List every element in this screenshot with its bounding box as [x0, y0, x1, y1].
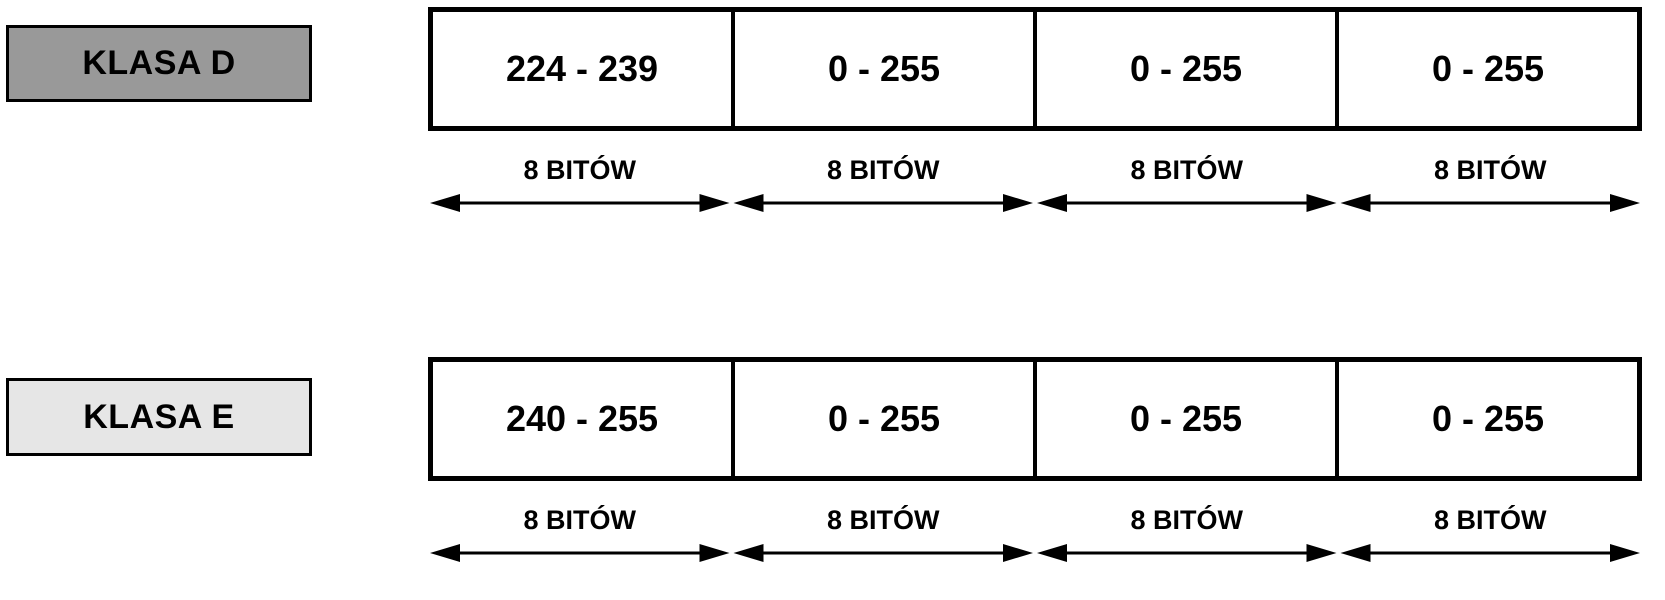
class-e-label: KLASA E [6, 378, 312, 456]
class-d-bit-label-2: 8 BITÓW [827, 155, 940, 185]
bit-span-arrow [1340, 194, 1640, 212]
bit-span-arrow [733, 194, 1033, 212]
class-e-bit-labels: 8 BITÓW 8 BITÓW 8 BITÓW 8 BITÓW [428, 505, 1642, 541]
class-d-bit-labels: 8 BITÓW 8 BITÓW 8 BITÓW 8 BITÓW [428, 155, 1642, 191]
bit-span-arrow [1037, 544, 1337, 562]
class-e-octet-1: 240 - 255 [505, 398, 659, 439]
class-e-bit-label-1: 8 BITÓW [523, 505, 637, 535]
class-e-octet-4: 0 - 255 [1335, 362, 1637, 476]
class-e-octet-2: 0 - 255 [731, 362, 1033, 476]
class-d-bit-label-3: 8 BITÓW [1130, 155, 1244, 185]
class-e-address-box: 240 - 255 0 - 255 0 - 255 0 - 255 [428, 357, 1642, 481]
class-d-row: KLASA D 224 - 239 0 - 255 0 - 255 0 - 25… [0, 0, 1665, 240]
class-d-octet-3: 0 - 255 [1033, 12, 1335, 126]
class-e-bit-label-2: 8 BITÓW [827, 505, 940, 535]
class-e-bit-label-4: 8 BITÓW [1434, 505, 1547, 535]
class-e-bit-arrows [430, 544, 1640, 562]
bit-span-arrow [430, 194, 730, 212]
bit-span-arrow [733, 544, 1033, 562]
class-d-bit-label-1: 8 BITÓW [523, 155, 637, 185]
class-d-bit-label-4: 8 BITÓW [1434, 155, 1547, 185]
bit-span-arrow [1037, 194, 1337, 212]
class-d-address-box: 224 - 239 0 - 255 0 - 255 0 - 255 [428, 7, 1642, 131]
bit-span-arrow [1340, 544, 1640, 562]
class-e-octet-3: 0 - 255 [1033, 362, 1335, 476]
class-e-bit-label-3: 8 BITÓW [1130, 505, 1244, 535]
class-d-bit-arrows [430, 194, 1640, 212]
bit-span-arrow [430, 544, 730, 562]
class-e-row: KLASA E 240 - 255 0 - 255 0 - 255 0 - 25… [0, 350, 1665, 590]
class-d-octet-4: 0 - 255 [1335, 12, 1637, 126]
class-d-label: KLASA D [6, 25, 312, 102]
class-d-octet-1: 224 - 239 [505, 48, 659, 89]
class-d-octet-2: 0 - 255 [731, 12, 1033, 126]
